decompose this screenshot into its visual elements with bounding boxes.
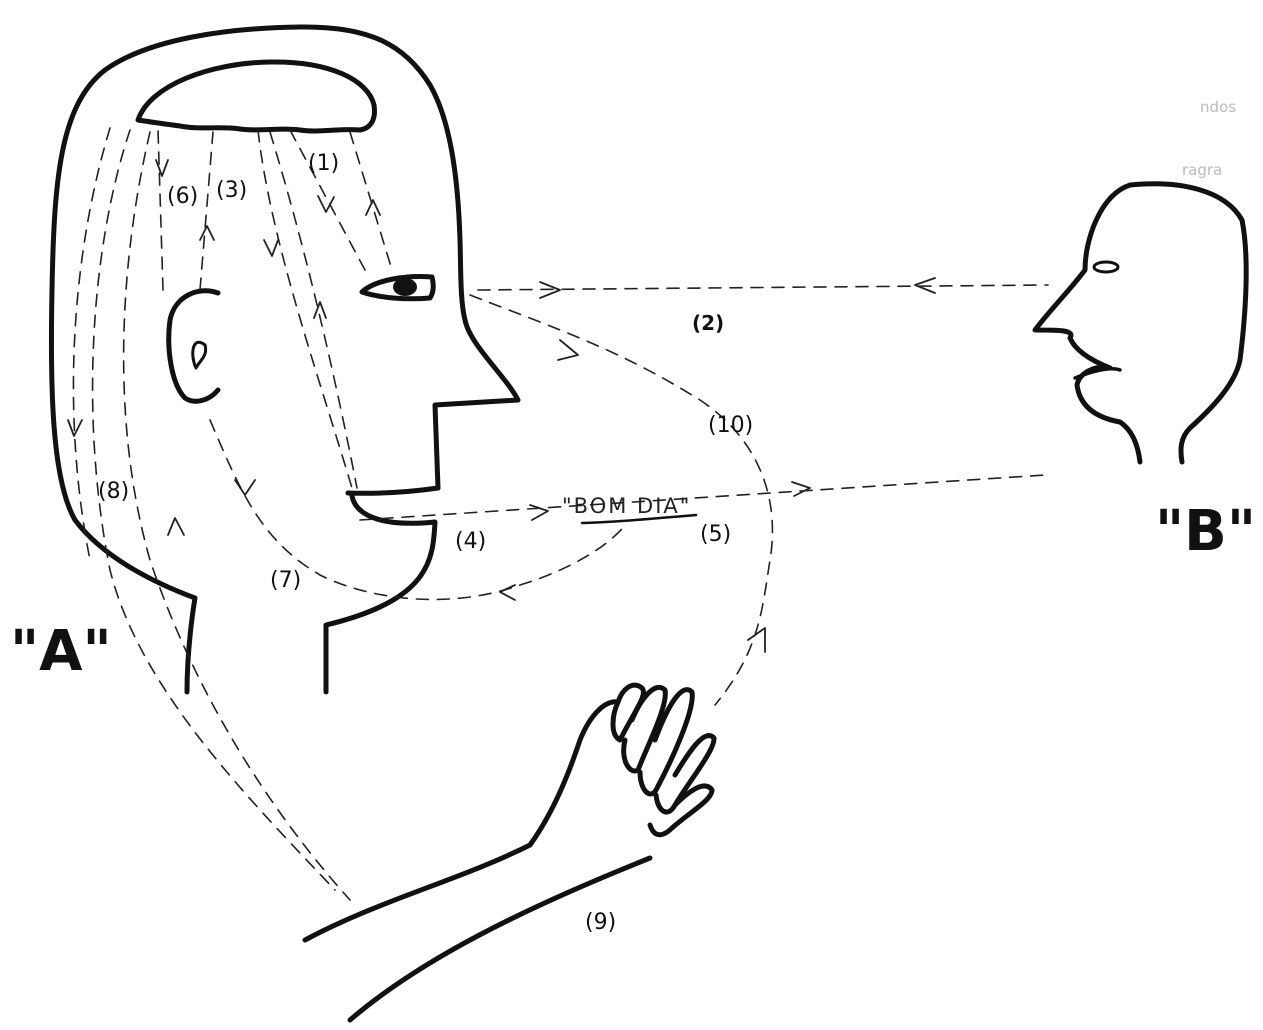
arrowheads: [68, 160, 935, 652]
person-a-pupil: [393, 278, 417, 296]
person-a-arm-hand: [305, 685, 714, 1020]
path-8-brain-to-hand-a: [93, 130, 335, 890]
step-2-label: (2): [692, 311, 724, 335]
step-3-label: (3): [216, 178, 247, 203]
arm-upper-line: [305, 702, 618, 940]
person-b-head-outline: [1035, 184, 1246, 462]
person-a-mouth: [348, 488, 438, 493]
step-8-label: (8): [98, 479, 129, 504]
path-6-ear-to-brain-a: [200, 132, 213, 290]
arrow-brain-down-2: [264, 240, 278, 256]
path-2-sight-line: [478, 285, 1048, 290]
arrow-eye-brain-up: [366, 200, 380, 215]
step-10-label: (10): [708, 413, 753, 438]
arrow-loop-back: [500, 585, 515, 600]
arm-lower-line: [350, 858, 650, 1020]
step-9-label: (9): [585, 910, 616, 935]
path-3-brain-to-mouth-a: [258, 130, 352, 488]
path-4-5-speech-line: [360, 475, 1045, 520]
path-6-ear-to-brain-b: [158, 130, 163, 290]
person-a-label: "A": [10, 619, 112, 684]
person-b-eye: [1094, 262, 1118, 272]
path-1-brain-to-eye-b: [350, 132, 392, 270]
person-a-ear-inner: [193, 342, 206, 368]
arrow-hand-back-up: [168, 518, 184, 535]
person-b-figure: [1035, 184, 1246, 462]
margin-text-2: ragra: [1182, 161, 1222, 179]
arrow-brain-down-1: [156, 160, 168, 176]
arrow-speech-right-1: [530, 505, 548, 520]
arrow-speech-right-2: [792, 482, 810, 496]
path-3-brain-to-mouth-b: [270, 132, 357, 488]
margin-text-1: ndos: [1200, 98, 1236, 116]
step-5-label: (5): [700, 522, 731, 547]
person-b-label: "B": [1155, 499, 1256, 564]
step-7-label: (7): [270, 568, 301, 593]
arrow-ear-up: [200, 226, 214, 240]
finger-1: [613, 685, 643, 740]
person-a-brain: [138, 62, 374, 131]
arrow-eye-curve: [558, 340, 578, 360]
step-6-label: (6): [167, 184, 198, 209]
step-1-label: (1): [308, 151, 339, 176]
step-4-label: (4): [455, 529, 486, 554]
speech-bubble-text: "BOM DIA": [562, 494, 691, 518]
arrow-brain-eye-down: [318, 196, 334, 212]
